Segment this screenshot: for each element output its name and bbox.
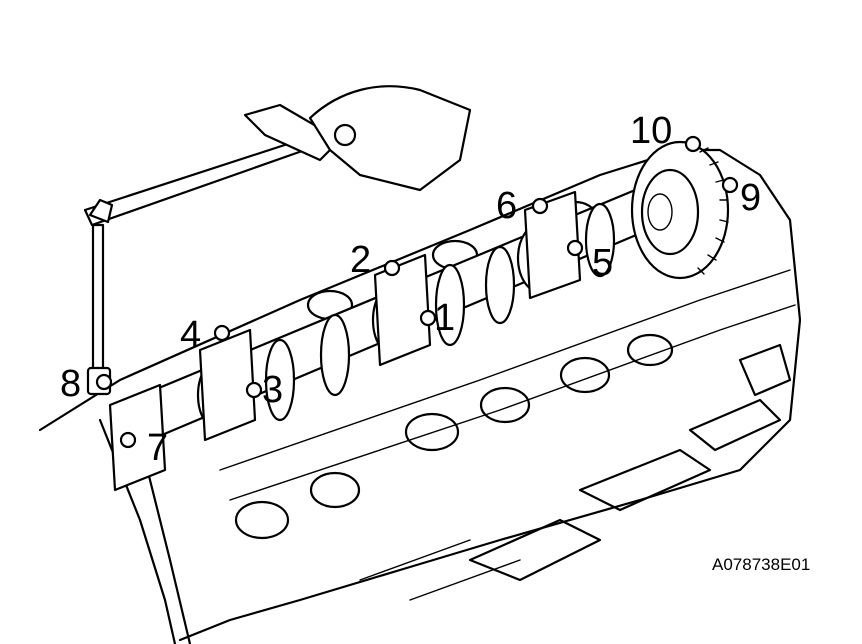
bolt-9	[721, 176, 739, 194]
callout-labels: 1 2 3 4 5 6 7 8 9 10	[60, 110, 761, 469]
callout-1: 1	[434, 297, 455, 339]
bolt-3	[245, 381, 263, 399]
torque-wrench-tool	[83, 85, 472, 396]
bolt-5	[566, 239, 584, 257]
cylinder-head	[38, 148, 802, 644]
callout-4: 4	[180, 314, 201, 356]
bolt-8	[95, 373, 113, 391]
timing-gear	[630, 139, 730, 280]
bolts	[95, 135, 739, 449]
bolt-7	[119, 431, 137, 449]
callout-2: 2	[350, 239, 371, 281]
callout-6: 6	[496, 185, 517, 227]
bolt-4	[213, 324, 231, 342]
callout-5: 5	[592, 242, 613, 284]
bolt-2	[383, 259, 401, 277]
figure-code: A078738E01	[712, 555, 810, 574]
callout-9: 9	[740, 177, 761, 219]
bolt-6	[531, 197, 549, 215]
callout-8: 8	[60, 363, 81, 405]
callout-3: 3	[262, 369, 283, 411]
bolt-1	[419, 309, 437, 327]
callout-7: 7	[147, 427, 168, 469]
bolt-10	[684, 135, 702, 153]
callout-10: 10	[630, 110, 672, 152]
